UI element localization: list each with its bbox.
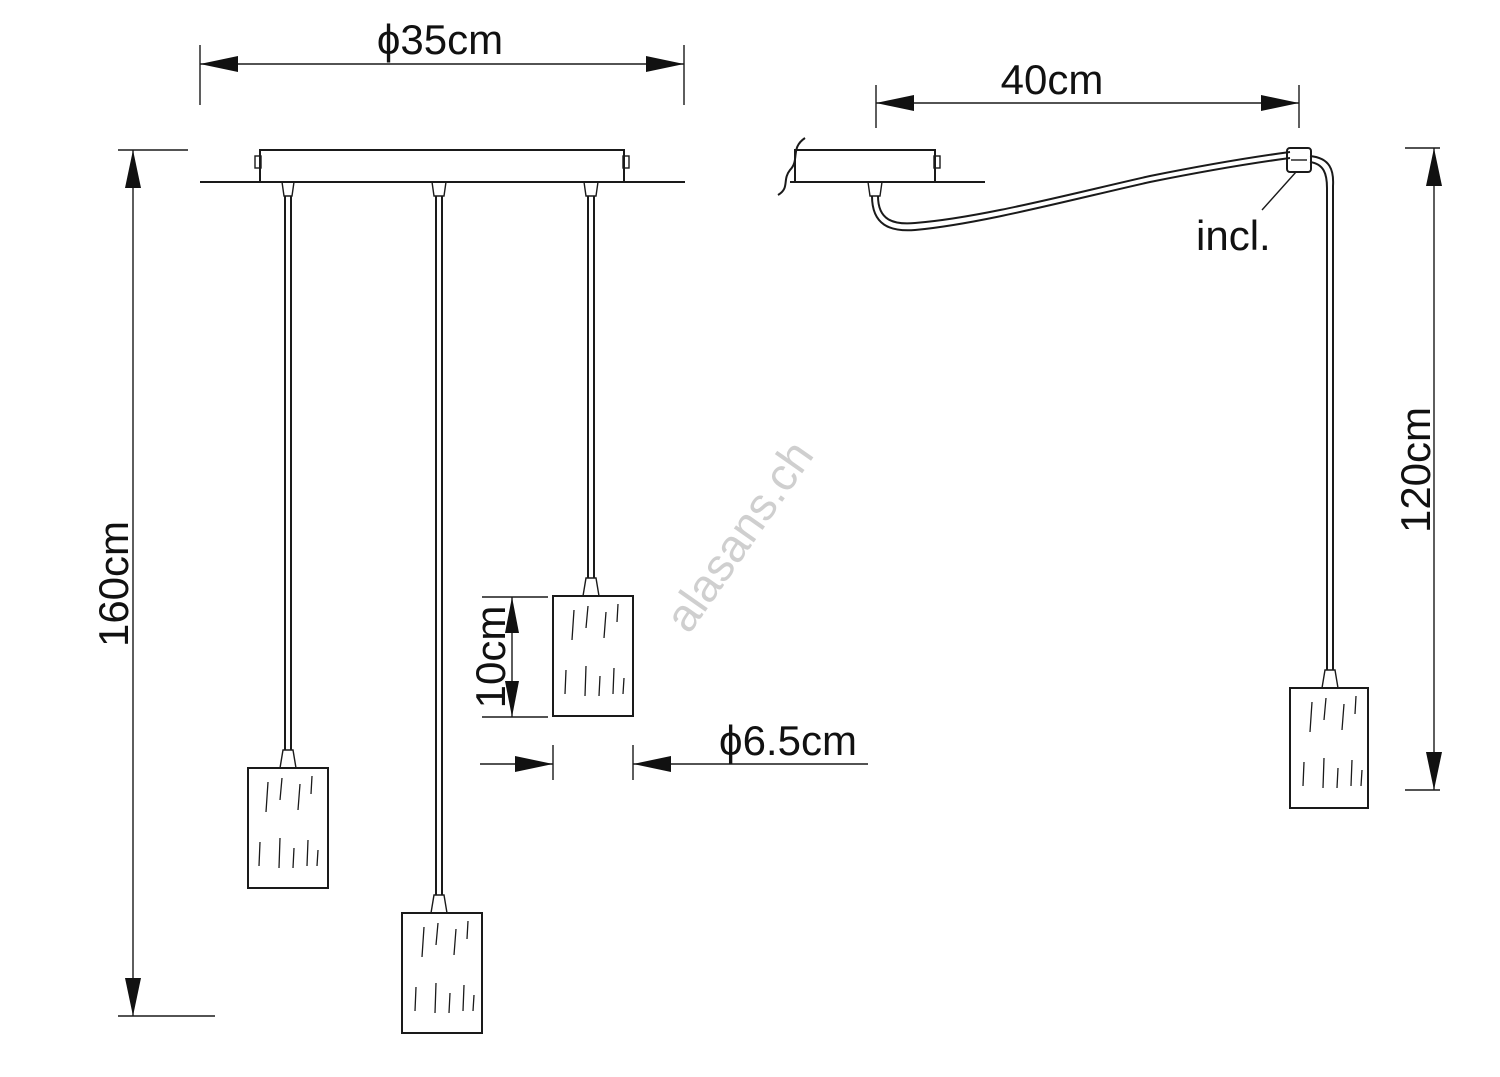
dimension-arm-reach: 40cm xyxy=(875,56,1300,128)
glass-shade xyxy=(552,595,634,717)
shade-diameter-label: ϕ6.5cm xyxy=(719,717,857,764)
pendant-right xyxy=(552,181,634,717)
arm-reach-label: 40cm xyxy=(1001,56,1104,103)
ceiling-hook: incl. xyxy=(1196,147,1312,259)
watermark: alasans.ch xyxy=(655,431,824,641)
canopy-screw-right xyxy=(622,155,630,169)
callout-leader xyxy=(1261,171,1297,211)
dimension-shade-height: 10cm xyxy=(467,596,548,718)
side-view-pendant: incl. 40cm 120cm xyxy=(777,56,1442,809)
pendant-left xyxy=(247,181,329,889)
dimension-drop-length: 120cm xyxy=(1392,147,1442,791)
dimension-total-height: 160cm xyxy=(90,149,215,1017)
canopy-screw xyxy=(933,155,941,169)
shade-height-label: 10cm xyxy=(467,606,514,709)
drop-length-label: 120cm xyxy=(1392,407,1439,533)
dimension-canopy-diameter: ϕ35cm xyxy=(199,16,685,105)
swag-cord xyxy=(867,151,1335,670)
break-line xyxy=(777,137,806,196)
canopy-bar xyxy=(794,149,936,183)
three-light-pendant: ϕ35cm 160cm 10cm ϕ6.5c xyxy=(90,16,868,1034)
glass-shade xyxy=(1289,687,1369,809)
glass-shade xyxy=(401,912,483,1034)
canopy-screw-left xyxy=(254,155,262,169)
pendant-middle xyxy=(401,181,483,1034)
dimension-shade-diameter: ϕ6.5cm xyxy=(480,717,868,780)
canopy-diameter-label: ϕ35cm xyxy=(377,16,503,63)
canopy-bar xyxy=(259,149,625,183)
glass-shade xyxy=(247,767,329,889)
included-label: incl. xyxy=(1196,212,1271,259)
total-height-label: 160cm xyxy=(90,521,137,647)
pendant-hanging xyxy=(1289,669,1369,809)
